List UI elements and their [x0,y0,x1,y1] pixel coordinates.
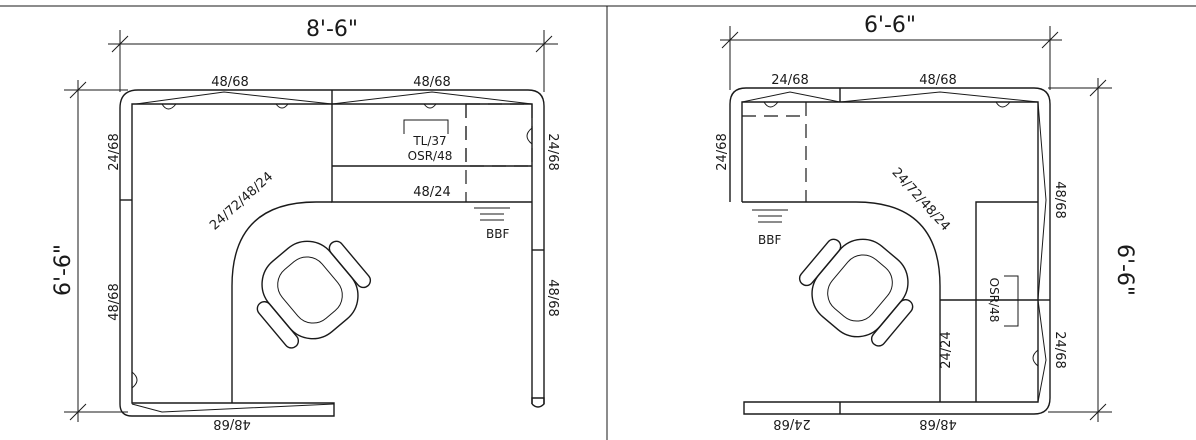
left-task-light [403,119,449,134]
right-label-bottom-right: 48/68 [919,416,956,431]
right-width-label: 6'-6" [864,13,916,38]
left-label-left-lower: 48/68 [107,283,122,320]
left-label-osr: OSR/48 [408,149,453,163]
left-label-top-left: 48/68 [211,75,248,90]
left-label-task-light: TL/37 [412,134,446,148]
left-height-dimension: 6'-6" [51,80,128,422]
right-width-dimension: 6'-6" [720,13,1062,90]
left-plan: 8'-6" 6'-6" [51,17,560,431]
left-label-right-lower: 48/68 [545,279,560,316]
right-bbf-symbol: BBF [752,209,788,247]
right-work-surfaces [742,102,1038,402]
right-label-osr: OSR/48 [987,278,1001,323]
left-width-label: 8'-6" [306,17,358,42]
left-osr-dashed [465,103,533,167]
left-label-corner-desk: 24/72/48/24 [207,169,276,233]
left-chair [256,240,372,349]
left-bbf-label: BBF [486,227,509,241]
right-label-right-lower: 24/68 [1052,331,1067,368]
right-chair [798,238,914,347]
right-height-dimension: 6'-6" [1048,78,1137,422]
right-label-return-desk: 24/24 [939,331,954,368]
left-bbf-symbol: BBF [474,207,510,241]
right-label-top-left: 24/68 [771,73,808,88]
right-label-left: 24/68 [715,133,730,170]
right-height-label: 6'-6" [1112,244,1137,296]
left-work-surfaces [231,103,533,403]
left-label-right-upper: 24/68 [545,133,560,170]
left-height-label: 6'-6" [51,244,76,296]
left-label-top-right: 48/68 [413,75,450,90]
right-bbf-label: BBF [758,233,781,247]
right-plan: 6'-6" 6'-6" [715,13,1137,431]
right-label-bottom-left: 24/68 [773,416,810,431]
left-label-bottom: 48/68 [213,416,250,431]
left-label-return-desk: 48/24 [413,185,450,200]
right-label-right-upper: 48/68 [1052,181,1067,218]
left-width-dimension: 8'-6" [108,17,558,92]
right-panel-walls [729,87,1051,415]
right-osr-bracket [1004,275,1019,327]
right-label-top-right: 48/68 [919,73,956,88]
left-label-left-upper: 24/68 [107,133,122,170]
left-panel-walls [119,89,545,417]
